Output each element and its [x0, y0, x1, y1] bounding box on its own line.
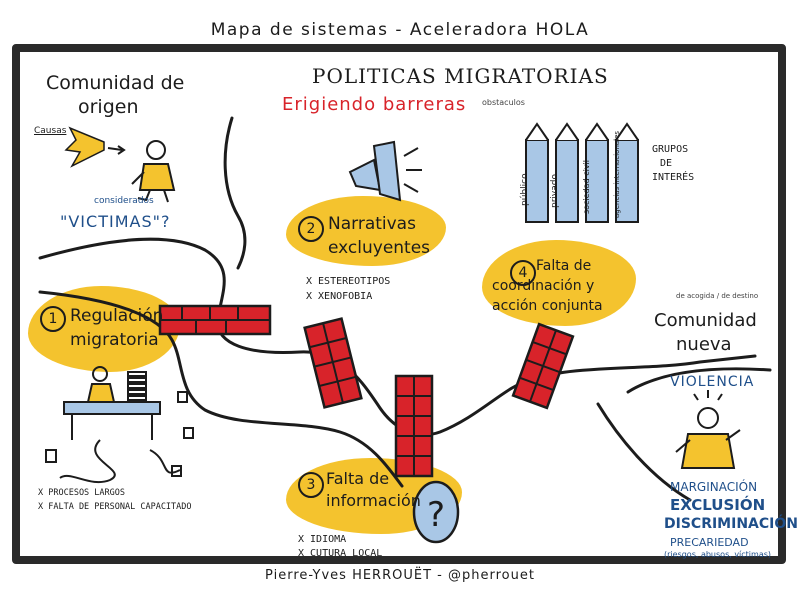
causes-sun-icon: [64, 126, 126, 168]
barrier-3-number: 3: [298, 472, 324, 498]
policies-subtitle: Erigiendo barreras: [282, 94, 467, 115]
policies-note: obstaculos: [482, 98, 525, 107]
person-new-community-icon: [675, 390, 741, 469]
pillar-private-label: privado: [550, 174, 560, 208]
road-center: [223, 116, 247, 270]
barrier-3-item-1: X IDIOMA: [298, 534, 347, 545]
interest-label-3: INTERÉS: [652, 172, 695, 183]
brick-wall-3: [394, 374, 434, 478]
policies-title: POLITICAS MIGRATORIAS: [312, 64, 609, 88]
pillar-civil-label: sociedad civil: [582, 159, 591, 214]
barrier-1-number: 1: [40, 306, 66, 332]
interest-pillars-icon: [525, 122, 639, 223]
barrier-3-item-2: X CUTURA LOCAL: [298, 548, 383, 559]
barrier-1-item-1: X PROCESOS LARGOS: [38, 488, 125, 498]
barrier-2-item-2: X XENOFOBIA: [306, 291, 373, 302]
new-community-title-1: Comunidad: [654, 310, 757, 331]
new-community-title-2: nueva: [676, 334, 732, 355]
barrier-2-item-1: X ESTEREOTIPOS: [306, 276, 391, 287]
pillar-agencies-label: agencias internacionales: [613, 130, 621, 218]
violence-label: VIOLENCIA: [670, 374, 755, 390]
new-community-note: de acogida / de destino: [676, 292, 759, 300]
effect-marginacion: MARGINACIÓN: [670, 480, 758, 494]
office-desk-icon: [45, 366, 194, 483]
origin-title-line1: Comunidad de: [46, 72, 185, 94]
considered-label: considerados: [94, 196, 154, 206]
megaphone-icon: [348, 140, 422, 202]
effect-discriminacion: DISCRIMINACIÓN: [664, 516, 798, 532]
effect-exclusion: EXCLUSIÓN: [670, 496, 766, 514]
brick-wall-2: [303, 317, 363, 409]
effect-detail: (riesgos, abusos, víctimas): [664, 550, 772, 559]
barrier-1-item-2: X FALTA DE PERSONAL CAPACITADO: [38, 502, 192, 512]
road-bottom: [38, 290, 404, 488]
barrier-2-number: 2: [298, 216, 324, 242]
map-title: Mapa de sistemas - Aceleradora HOLA: [210, 20, 590, 40]
brick-wall-4: [511, 322, 575, 410]
barrier-2-title: Narrativas excluyentes: [328, 214, 431, 258]
victims-label: "VICTIMAS"?: [60, 212, 171, 231]
interest-label-1: GRUPOS: [652, 144, 689, 155]
brick-wall-1: [158, 304, 272, 336]
footer-credit: Pierre-Yves HERROUËT - @pherrouet: [265, 568, 535, 583]
effect-precariedad: PRECARIEDAD: [670, 536, 749, 549]
barrier-1-title: Regulación migratoria: [70, 306, 164, 350]
causes-label: Causas: [34, 126, 67, 136]
barrier-4-title: Falta de coordinación y acción conjunta: [492, 258, 603, 314]
svg-text:?: ?: [427, 495, 445, 535]
interest-label-2: DE: [660, 158, 673, 169]
barrier-3-title: Falta de información: [326, 469, 421, 510]
pillar-public-label: público: [520, 173, 530, 206]
blob-coordination: [482, 240, 636, 326]
person-origin-icon: [131, 140, 176, 203]
origin-title-line2: origen: [78, 96, 139, 118]
question-mark-icon: ?: [412, 480, 460, 544]
map-frame: [12, 44, 786, 564]
road-right-2: [626, 367, 772, 394]
road-right: [596, 402, 692, 502]
barrier-4-number: 4: [510, 260, 536, 286]
